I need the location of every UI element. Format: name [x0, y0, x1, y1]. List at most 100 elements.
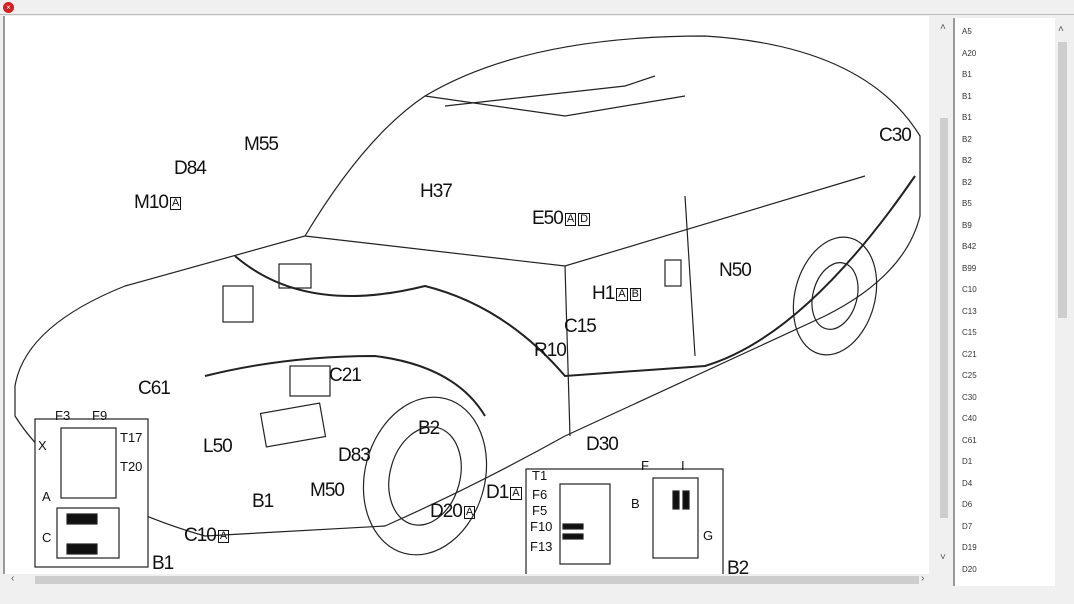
callout-text: B2: [727, 558, 749, 574]
callout-d30[interactable]: D30: [586, 434, 619, 456]
scroll-left-icon[interactable]: ‹: [11, 573, 15, 584]
list-item[interactable]: B42: [962, 242, 977, 251]
callout-text: C61: [138, 378, 171, 399]
callout-text: M10: [134, 192, 169, 213]
inset-label: F6: [532, 487, 548, 502]
list-scroll-up-icon[interactable]: ˄: [1058, 24, 1064, 35]
callout-c61[interactable]: C61: [138, 378, 171, 400]
callout-text: C21: [329, 365, 362, 386]
list-item[interactable]: D19: [962, 543, 977, 552]
callout-r10[interactable]: R10: [534, 340, 567, 362]
scroll-down-icon[interactable]: ˅: [940, 552, 946, 563]
list-item[interactable]: C40: [962, 414, 977, 423]
inset-label: F13: [530, 539, 553, 554]
list-item[interactable]: D20: [962, 564, 977, 574]
list-scrollbar[interactable]: ˄: [1055, 18, 1070, 586]
inset-label: G: [703, 528, 714, 543]
horizontal-scrollbar[interactable]: ‹ ›: [3, 573, 929, 586]
callout-l50[interactable]: L50: [203, 436, 233, 458]
callout-b2[interactable]: B2: [418, 418, 440, 440]
callout-b2[interactable]: B2: [727, 558, 749, 574]
inset-label: C: [42, 530, 52, 545]
callout-m55[interactable]: M55: [244, 134, 279, 156]
variant-tag: B: [629, 288, 641, 301]
horizontal-scroll-thumb[interactable]: [35, 576, 919, 584]
callout-text: C30: [879, 125, 912, 146]
variant-tag: A: [169, 197, 182, 210]
inset-label: I: [681, 458, 685, 473]
inset-label: F3: [55, 408, 71, 423]
callout-text: D1: [486, 482, 509, 503]
close-icon[interactable]: ×: [3, 2, 14, 13]
inset-label: F10: [530, 519, 553, 534]
inset-label: A: [42, 489, 51, 504]
callout-text: C10: [184, 525, 217, 546]
callout-text: H1: [592, 283, 615, 304]
callout-d83[interactable]: D83: [338, 445, 371, 467]
list-item[interactable]: B1: [962, 113, 972, 122]
list-item[interactable]: B2: [962, 134, 972, 144]
car-drawing: [14, 35, 921, 574]
list-item[interactable]: C21: [962, 349, 977, 359]
list-scroll-thumb[interactable]: [1058, 42, 1067, 318]
scroll-right-icon[interactable]: ›: [921, 573, 925, 584]
list-item[interactable]: B1: [962, 70, 972, 79]
inset-label: T20: [120, 459, 143, 474]
callout-text: H37: [420, 181, 453, 202]
list-item[interactable]: C15: [962, 328, 977, 337]
callout-text: D83: [338, 445, 371, 466]
list-item[interactable]: B2: [962, 177, 972, 187]
inset-label: F9: [92, 408, 108, 423]
callout-m50[interactable]: M50: [310, 480, 345, 502]
list-item[interactable]: B99: [962, 263, 977, 273]
callout-text: B1: [252, 491, 274, 512]
diagram-vertical-scroll-thumb[interactable]: [940, 118, 948, 518]
list-item[interactable]: D4: [962, 478, 973, 488]
callout-c21[interactable]: C21: [329, 365, 362, 387]
list-item[interactable]: B1: [962, 91, 972, 101]
list-item[interactable]: D7: [962, 521, 973, 531]
list-item[interactable]: B9: [962, 220, 972, 230]
inset-label: F: [641, 458, 649, 473]
callout-text: B2: [418, 418, 440, 439]
callout-text: C15: [564, 316, 597, 337]
list-item[interactable]: B2: [962, 156, 972, 165]
inset-label: F5: [532, 503, 548, 518]
variant-tag: D: [578, 213, 591, 226]
callout-b1[interactable]: B1: [252, 491, 274, 513]
list-item[interactable]: C61: [962, 435, 977, 445]
diagram-vertical-scrollbar[interactable]: ˄ ˅: [936, 18, 952, 570]
list-item[interactable]: D6: [962, 500, 973, 509]
variant-tag: A: [564, 213, 577, 226]
variant-tag: A: [616, 288, 628, 301]
callout-text: R10: [534, 340, 567, 361]
callout-c30[interactable]: C30: [879, 125, 912, 147]
list-item[interactable]: D1: [962, 457, 973, 466]
callout-c15[interactable]: C15: [564, 316, 597, 338]
inset-label: T1: [532, 468, 548, 483]
list-item[interactable]: C25: [962, 371, 977, 380]
callout-text: D30: [586, 434, 619, 455]
list-item[interactable]: A5: [962, 27, 972, 36]
list-item[interactable]: C13: [962, 306, 977, 316]
inset-label: B: [631, 496, 640, 511]
scroll-up-icon[interactable]: ˄: [940, 22, 946, 33]
list-item[interactable]: C30: [962, 392, 977, 402]
variant-tag: A: [463, 506, 476, 519]
callout-n50[interactable]: N50: [719, 260, 752, 282]
inset-label: X: [38, 438, 47, 453]
callout-text: M55: [244, 134, 279, 155]
callout-b1[interactable]: B1: [152, 553, 174, 574]
callout-h37[interactable]: H37: [420, 181, 453, 203]
callout-text: B1: [152, 553, 174, 574]
list-item[interactable]: A20: [962, 48, 977, 58]
callout-d84[interactable]: D84: [174, 158, 207, 180]
list-item[interactable]: B5: [962, 199, 972, 208]
list-item[interactable]: C10: [962, 285, 977, 294]
